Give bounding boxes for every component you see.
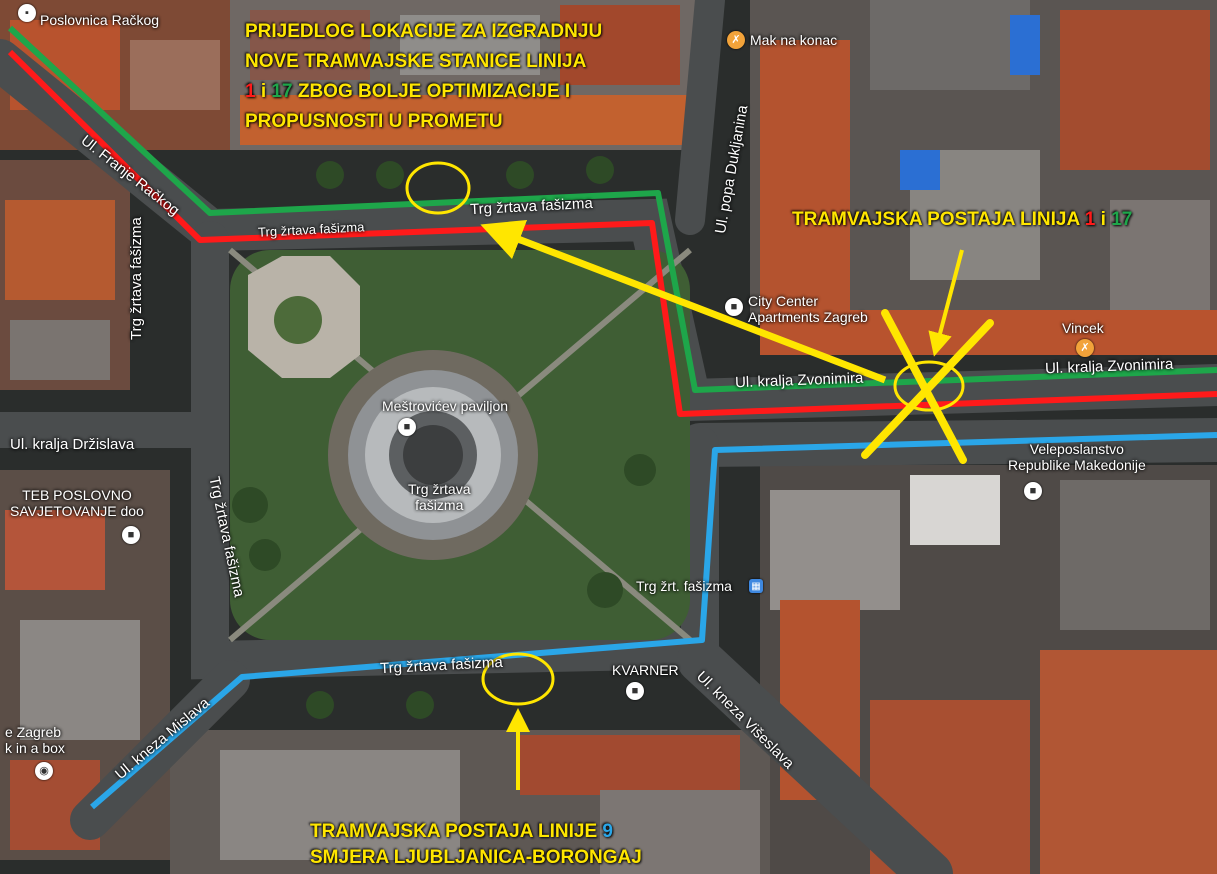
poi-city-center-line1: City Center [748,293,819,309]
existing-stop-circle [893,360,965,412]
existing-stop-arrow [928,249,964,357]
poi-veleposlanstvo[interactable]: Veleposlanstvo Republike Makedonije [1008,441,1146,473]
poi-trg-zrt-fasizma-stop[interactable]: Trg žrt. fašizma [636,578,732,594]
poi-veleposlanstvo-line2: Republike Makedonije [1008,457,1146,473]
camera-icon: ◉ [35,762,53,780]
poi-zagreb-box[interactable]: e Zagreb k in a box [5,724,65,756]
proposal-line2: NOVE TRAMVAJSKE STANICE LINIJA [245,51,587,72]
poi-trg-line2: fašizma [415,497,464,513]
poi-city-center-line2: Apartments Zagreb [748,309,868,325]
tram-line-1-red [7,49,1217,417]
line9-line2: SMJERA LJUBLJANICA-BORONGAJ [310,847,642,868]
proposal-i: i [255,81,272,102]
proposal-line3: 1 i 17 ZBOG BOLJE OPTIMIZACIJE I [245,80,602,104]
poi-teb-poslovno[interactable]: TEB POSLOVNO SAVJETOVANJE doo [10,487,144,519]
fork-knife-icon: ✗ [1076,339,1094,357]
line9-line1: TRAMVAJSKA POSTAJA LINIJE 9 [310,820,642,844]
landmark-icon: ■ [725,298,743,316]
existing-stop-red-num: 1 [1084,209,1096,230]
proposal-annotation: PRIJEDLOG LOKACIJE ZA IZGRADNJU NOVE TRA… [245,20,602,134]
poi-trg-line1: Trg žrtava [408,481,471,497]
line9-prefix: TRAMVAJSKA POSTAJA LINIJE [310,821,603,842]
proposal-red-num: 1 [245,81,256,102]
tram-line-9-blue [90,432,1217,810]
briefcase-icon: ▪ [18,4,36,22]
poi-zagreb-box-line1: e Zagreb [5,724,62,740]
existing-stop-annotation: TRAMVAJSKA POSTAJA LINIJA 1 i 17 [792,208,1132,232]
street-label-trg-left: Trg žrtava fašizma [128,217,145,340]
line9-annotation: TRAMVAJSKA POSTAJA LINIJE 9 SMJERA LJUBL… [310,820,642,870]
existing-stop-green-num: 17 [1111,209,1133,230]
proposal-line1: PRIJEDLOG LOKACIJE ZA IZGRADNJU [245,21,603,42]
tree-canopy [232,156,656,719]
fork-knife-icon: ✗ [727,31,745,49]
proposal-rest: ZBOG BOLJE OPTIMIZACIJE I [292,81,571,102]
proposed-stop-circle [405,161,471,215]
poi-teb-line1: TEB POSLOVNO [22,487,132,503]
line9-num: 9 [602,821,613,842]
relocation-arrow [480,219,887,384]
poi-trg-zrtava-fasizma[interactable]: Trg žrtava fašizma [408,481,471,513]
landmark-icon: ■ [1024,482,1042,500]
existing-stop-prefix: TRAMVAJSKA POSTAJA LINIJA [792,209,1085,230]
poi-teb-line2: SAVJETOVANJE doo [10,503,144,519]
proposal-line4: PROPUSNOSTI U PROMETU [245,111,503,132]
existing-stop-i: i [1095,209,1112,230]
landmark-icon: ■ [626,682,644,700]
tram-line-17-green [7,25,1217,393]
line9-stop-circle [481,652,555,706]
poi-mestrovicev-paviljon[interactable]: Meštrovićev paviljon [382,398,509,414]
briefcase-icon: ■ [122,526,140,544]
street-label-drzislava: Ul. kralja Držislava [10,436,135,453]
mestrovicev-paviljon [348,370,518,540]
cancel-x-mark [861,309,994,464]
poi-poslovnica-line2: Poslovnica Račkog [40,12,160,28]
poi-zagreb-box-line2: k in a box [5,740,65,756]
landmark-icon: ■ [398,418,416,436]
proposal-green-num: 17 [271,81,293,102]
poi-mak-na-konac[interactable]: Mak na konac [750,32,838,48]
poi-vincek[interactable]: Vincek [1062,320,1104,336]
poi-kvarner[interactable]: KVARNER [612,662,679,678]
poi-city-center[interactable]: City Center Apartments Zagreb [748,293,868,325]
poi-veleposlanstvo-line1: Veleposlanstvo [1029,441,1124,457]
poi-poslovnica: Poslovnica Račkog [40,0,159,28]
tram-stop-icon: ▦ [749,579,763,593]
